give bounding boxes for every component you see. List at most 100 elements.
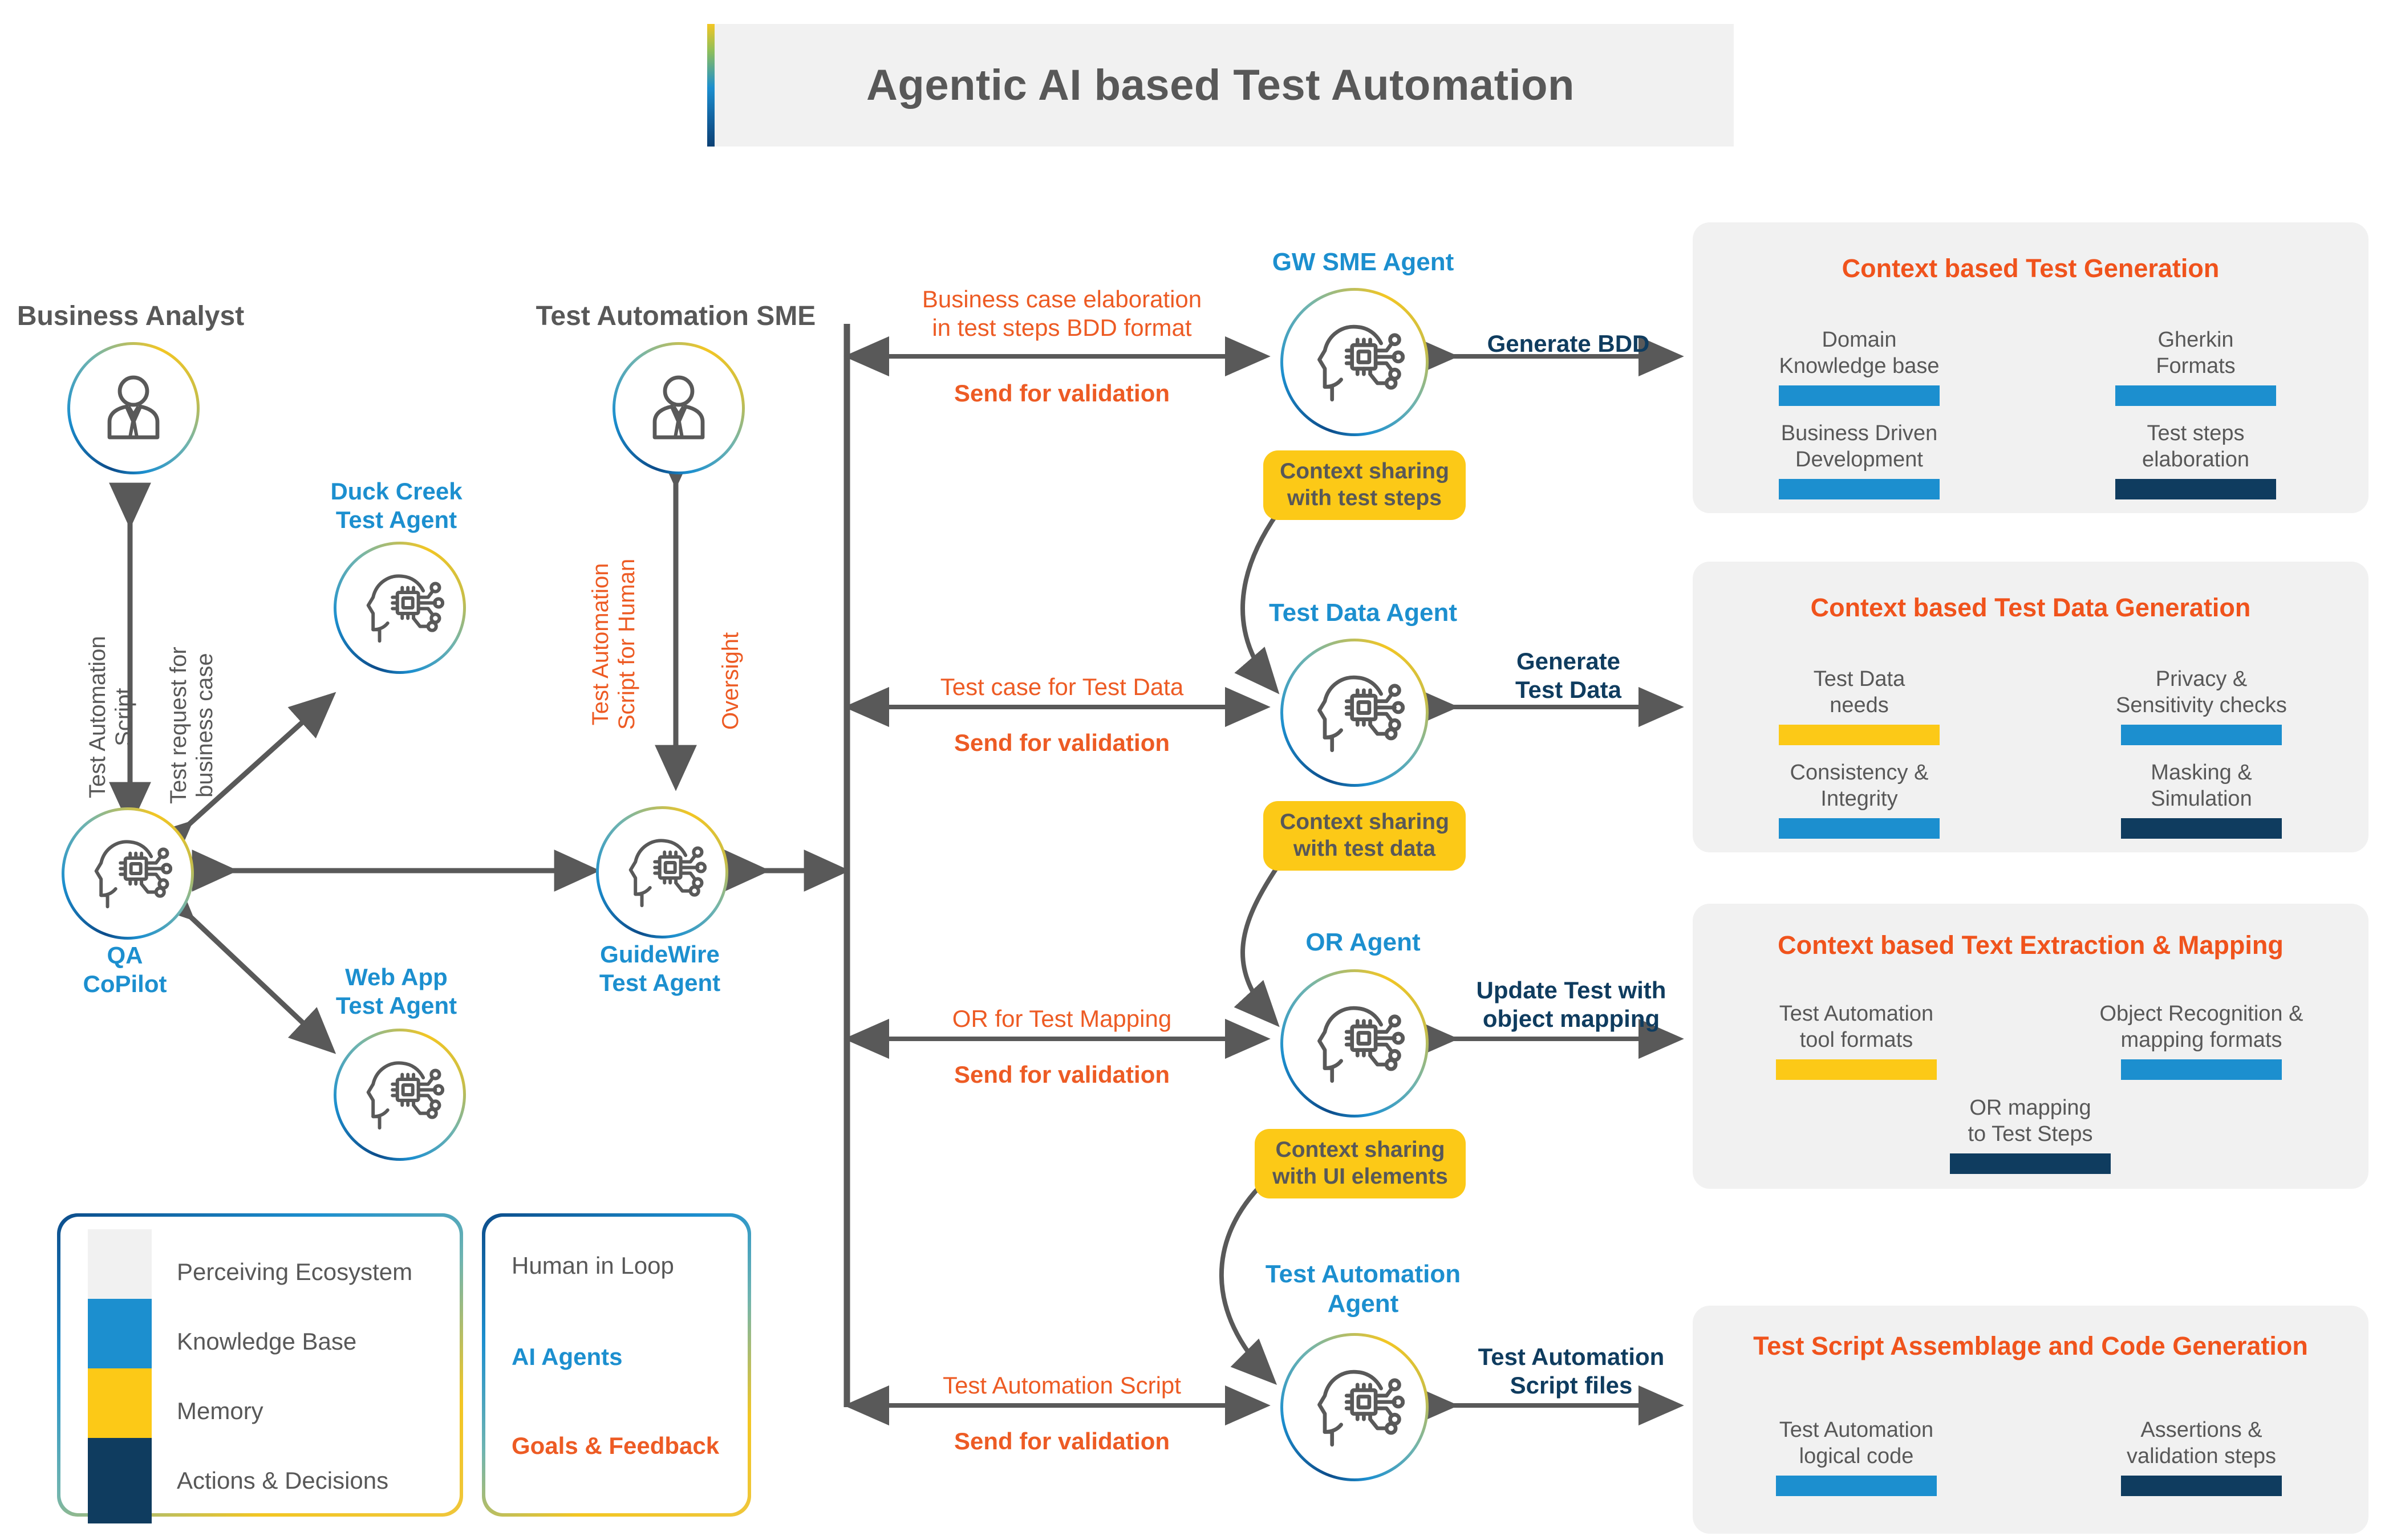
web-app-label-line2: Test Agent (335, 992, 457, 1019)
update-test-line2: object mapping (1482, 1005, 1660, 1032)
ai-head-icon (366, 574, 444, 643)
context-pill-0-line1: Context sharing (1280, 459, 1449, 484)
ai-head-icon (628, 839, 707, 908)
context-pill-1-line2: with test data (1293, 836, 1436, 861)
panel-1-item-0: Test Data needs (1728, 666, 1990, 745)
panel-0-item-1-bar (2115, 385, 2276, 406)
gw-sme-agent-label: GW SME Agent (1272, 248, 1454, 276)
node-web-app-test-agent[interactable] (334, 1029, 466, 1161)
panel-3-item-0-bar (1776, 1475, 1937, 1496)
context-pill-test-data[interactable]: Context sharing with test data (1263, 801, 1466, 871)
or-agent-label: OR Agent (1305, 928, 1421, 956)
panel-0-item-1-line2: Formats (2156, 354, 2236, 379)
business-analyst-label: Business Analyst (17, 301, 245, 331)
legend-color-key-inner: Perceiving Ecosystem Knowledge Base Memo… (60, 1217, 460, 1523)
node-duck-creek-test-agent[interactable] (334, 542, 466, 674)
node-test-data-agent[interactable] (1280, 639, 1429, 787)
panel-1-item-2-line2: Integrity (1820, 787, 1898, 811)
qa-copilot-label-line2: CoPilot (83, 970, 167, 997)
sme-oversight-label: Oversight (718, 632, 743, 730)
node-gw-sme-agent[interactable] (1280, 288, 1429, 436)
ba-script-line2: Script (111, 688, 136, 746)
ba-request-label: Test request for business case (165, 647, 218, 804)
legend-label-memory: Memory (177, 1397, 263, 1424)
or-request-label: OR for Test Mapping (952, 1005, 1172, 1032)
node-business-analyst-inner (70, 345, 197, 472)
guidewire-label-line1: GuideWire (600, 941, 720, 968)
panel-2-item-0: Test Automation tool formats (1722, 1001, 1990, 1080)
panel-0-item-1-line1: Gherkin (2157, 328, 2234, 352)
panel-3-item-1: Assertions & validation steps (2059, 1417, 2344, 1496)
duck-creek-label-line1: Duck Creek (330, 478, 463, 505)
node-ta-sme-inner (615, 345, 742, 472)
panel-2-item-1-line2: mapping formats (2120, 1028, 2282, 1053)
panel-test-generation (1693, 222, 2368, 513)
node-guidewire-inner (599, 809, 725, 936)
panel-2-title: Context based Text Extraction & Mapping (1778, 930, 2284, 960)
panel-2-item-1-line1: Object Recognition & (2099, 1002, 2303, 1026)
legend-role-goals-feedback: Goals & Feedback (512, 1432, 720, 1459)
context-pill-ui-elements[interactable]: Context sharing with UI elements (1255, 1129, 1466, 1198)
panel-2-item-2-line2: to Test Steps (1968, 1122, 2093, 1147)
node-or-agent-inner (1283, 972, 1426, 1115)
node-test-automation-agent[interactable] (1280, 1333, 1429, 1481)
node-or-agent[interactable] (1280, 969, 1429, 1118)
panel-2-item-2-bar (1950, 1153, 2111, 1174)
context-pill-test-steps[interactable]: Context sharing with test steps (1263, 450, 1466, 520)
ba-script-line1: Test Automation (85, 636, 110, 798)
ai-head-icon (1317, 1370, 1405, 1446)
panel-2-item-1-bar (2121, 1059, 2282, 1080)
panel-0-item-3-bar (2115, 478, 2276, 499)
generate-bdd-label: Generate BDD (1487, 330, 1650, 357)
ai-head-icon (94, 840, 172, 909)
panel-1-item-1: Privacy & Sensitivity checks (2065, 666, 2338, 745)
node-test-automation-sme[interactable] (613, 342, 745, 474)
ai-head-icon (1317, 324, 1405, 401)
guidewire-label-line2: Test Agent (599, 969, 721, 996)
panel-1-item-0-line2: needs (1830, 693, 1889, 718)
legend-label-actions: Actions & Decisions (177, 1467, 389, 1494)
panel-1-item-0-line1: Test Data (1813, 667, 1905, 691)
legend-item-actions: Actions & Decisions (88, 1438, 388, 1523)
context-pill-2-line2: with UI elements (1272, 1164, 1448, 1189)
ta-files-line2: Script files (1510, 1371, 1633, 1399)
panel-1-item-3: Masking & Simulation (2065, 759, 2338, 839)
ba-request-line2: business case (192, 653, 217, 798)
send-validation-2: Send for validation (954, 729, 1170, 756)
panel-0-item-3-line1: Test steps (2147, 421, 2245, 445)
qa-copilot-label-line1: QA (107, 942, 143, 969)
panel-0-item-0: Domain Knowledge base (1728, 327, 1990, 406)
node-duck-creek-inner (336, 545, 463, 671)
ta-script-label: Test Automation Script (943, 1372, 1181, 1399)
panel-0-item-2-line2: Development (1795, 448, 1923, 472)
send-validation-4: Send for validation (954, 1428, 1170, 1454)
panel-0-item-1: Gherkin Formats (2065, 327, 2327, 406)
legend-role-ai-agents: AI Agents (512, 1343, 623, 1370)
panel-1-item-2-bar (1779, 818, 1940, 839)
panel-2-item-0-bar (1776, 1059, 1937, 1080)
panel-3-item-1-line1: Assertions & (2140, 1418, 2262, 1442)
send-validation-1: Send for validation (954, 380, 1170, 407)
node-guidewire-test-agent[interactable] (596, 806, 728, 938)
ai-head-icon (1317, 675, 1405, 752)
panel-3-item-1-bar (2121, 1475, 2282, 1496)
node-qa-copilot[interactable] (62, 807, 194, 940)
panel-0-item-2-line1: Business Driven (1781, 421, 1938, 445)
test-data-agent-label: Test Data Agent (1268, 599, 1458, 627)
context-pill-2-line1: Context sharing (1275, 1137, 1445, 1163)
ta-script-files-label: Test Automation Script files (1449, 1343, 1694, 1399)
update-test-line1: Update Test with (1476, 977, 1666, 1003)
legend-label-perceiving: Perceiving Ecosystem (177, 1258, 413, 1285)
person-icon (652, 375, 705, 440)
generate-test-data-line1: Generate (1516, 648, 1621, 674)
test-automation-agent-label-line2: Agent (1327, 1290, 1399, 1318)
panel-1-item-3-line1: Masking & (2151, 761, 2252, 785)
panel-text-extraction-mapping (1693, 904, 2368, 1189)
sme-script-label: Test Automation Script for Human (587, 559, 640, 730)
panel-3-item-1-line2: validation steps (2127, 1444, 2276, 1469)
node-business-analyst[interactable] (67, 342, 200, 474)
panel-1-item-1-bar (2121, 724, 2282, 745)
context-pill-0-line2: with test steps (1287, 486, 1442, 510)
panel-0-item-2-bar (1779, 478, 1940, 499)
